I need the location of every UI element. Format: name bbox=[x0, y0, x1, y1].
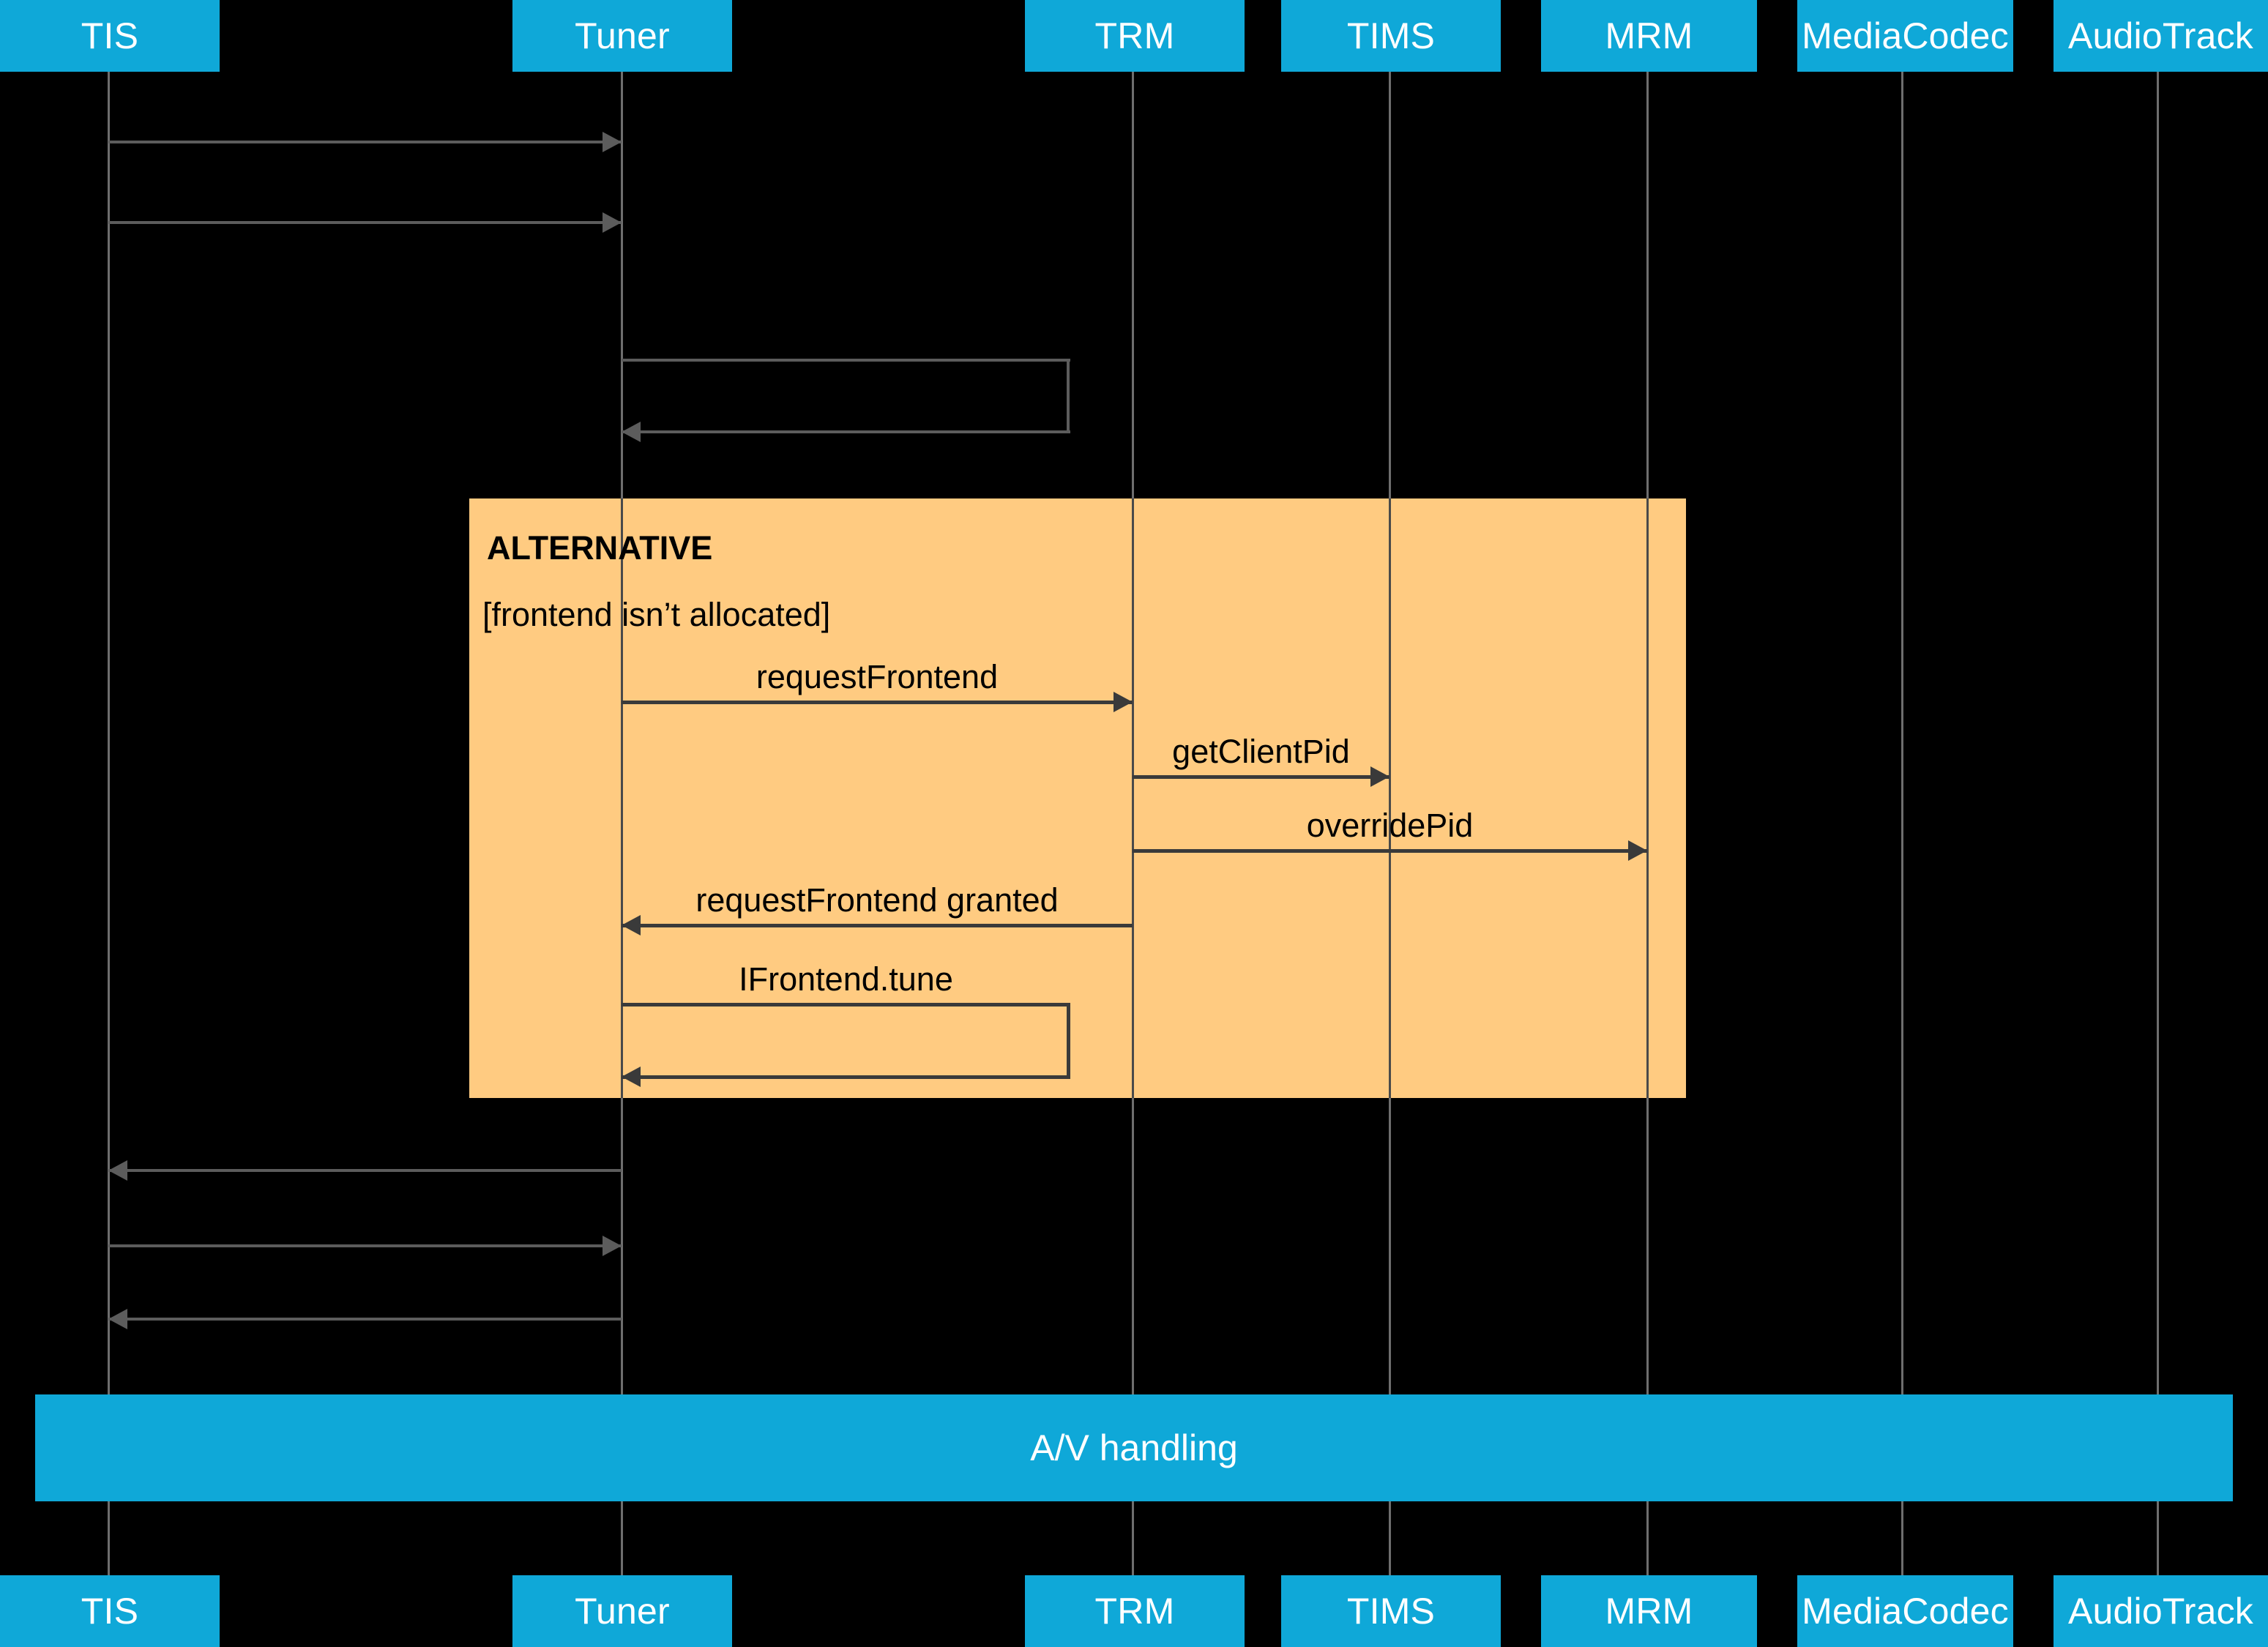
actor-footer-audiotrack[interactable]: AudioTrack bbox=[2053, 1575, 2268, 1647]
actor-header-mrm[interactable]: MRM bbox=[1541, 0, 1757, 72]
message-label-m8: IFrontend.tune bbox=[739, 960, 953, 998]
arrow-head-m8 bbox=[622, 1067, 641, 1087]
actor-header-label-tis: TIS bbox=[81, 15, 139, 56]
actor-footer-label-tuner: Tuner bbox=[575, 1591, 670, 1632]
message-label-m5: getClientPid bbox=[1172, 733, 1350, 770]
actor-footer-trm[interactable]: TRM bbox=[1025, 1575, 1245, 1647]
lifeline-over-fragment-tims bbox=[1389, 498, 1391, 1098]
message-label-m6: overridePid bbox=[1306, 807, 1474, 844]
message-line-m6 bbox=[1133, 849, 1647, 853]
self-message-bottom-m8 bbox=[622, 1075, 1070, 1079]
arrow-head-m2 bbox=[603, 212, 622, 233]
arrow-head-m11 bbox=[108, 1309, 127, 1329]
actor-footer-label-audiotrack: AudioTrack bbox=[2067, 1591, 2254, 1632]
actor-header-label-tuner: Tuner bbox=[575, 15, 670, 56]
actor-header-tuner[interactable]: Tuner bbox=[512, 0, 732, 72]
actor-footer-label-mrm: MRM bbox=[1605, 1591, 1693, 1632]
message-line-m11 bbox=[108, 1318, 622, 1321]
actor-footer-mediacodec[interactable]: MediaCodec bbox=[1797, 1575, 2013, 1647]
self-message-right-m8 bbox=[1067, 1003, 1070, 1075]
actor-header-label-mediacodec: MediaCodec bbox=[1802, 15, 2009, 56]
message-label-m4: requestFrontend bbox=[756, 658, 999, 695]
self-message-bottom-m3 bbox=[622, 430, 1070, 433]
actor-footer-mrm[interactable]: MRM bbox=[1541, 1575, 1757, 1647]
message-line-m9 bbox=[108, 1169, 622, 1172]
lifeline-over-fragment-trm bbox=[1132, 498, 1134, 1098]
actor-header-label-mrm: MRM bbox=[1605, 15, 1693, 56]
actor-footer-tuner[interactable]: Tuner bbox=[512, 1575, 732, 1647]
arrow-head-m3 bbox=[622, 422, 641, 442]
lifeline-tis bbox=[108, 72, 110, 1575]
actor-footer-label-tims: TIMS bbox=[1346, 1591, 1436, 1632]
self-message-top-m8 bbox=[622, 1003, 1070, 1006]
arrow-head-m6 bbox=[1628, 840, 1647, 861]
actor-header-label-tims: TIMS bbox=[1346, 15, 1436, 56]
actor-footer-label-tis: TIS bbox=[81, 1591, 139, 1632]
lifeline-over-fragment-mrm bbox=[1646, 498, 1649, 1098]
alt-fragment-box bbox=[469, 498, 1686, 1098]
lifeline-over-fragment-tuner bbox=[621, 498, 623, 1098]
message-line-m1 bbox=[108, 141, 622, 143]
arrow-head-m10 bbox=[603, 1236, 622, 1256]
actor-header-audiotrack[interactable]: AudioTrack bbox=[2053, 0, 2268, 72]
arrow-head-m1 bbox=[603, 132, 622, 152]
actor-footer-tis[interactable]: TIS bbox=[0, 1575, 220, 1647]
self-message-right-m3 bbox=[1067, 359, 1070, 430]
message-label-m7: requestFrontend granted bbox=[695, 881, 1059, 919]
summary-bar-label: A/V handling bbox=[1030, 1427, 1238, 1468]
arrow-head-m5 bbox=[1370, 766, 1389, 787]
message-line-m10 bbox=[108, 1244, 622, 1247]
self-message-top-m3 bbox=[622, 359, 1070, 362]
actor-footer-tims[interactable]: TIMS bbox=[1281, 1575, 1501, 1647]
alt-fragment-title: ALTERNATIVE bbox=[487, 529, 713, 567]
actor-header-label-audiotrack: AudioTrack bbox=[2067, 15, 2254, 56]
alt-fragment-condition: [frontend isn’t allocated] bbox=[482, 596, 831, 633]
actor-header-label-trm: TRM bbox=[1094, 15, 1175, 56]
message-line-m4 bbox=[622, 701, 1133, 704]
actor-header-tims[interactable]: TIMS bbox=[1281, 0, 1501, 72]
actor-header-tis[interactable]: TIS bbox=[0, 0, 220, 72]
message-line-m2 bbox=[108, 221, 622, 224]
actor-footer-label-mediacodec: MediaCodec bbox=[1802, 1591, 2009, 1632]
summary-bar: A/V handling bbox=[35, 1394, 2233, 1501]
arrow-head-m9 bbox=[108, 1160, 127, 1181]
actor-footer-label-trm: TRM bbox=[1094, 1591, 1175, 1632]
actor-header-mediacodec[interactable]: MediaCodec bbox=[1797, 0, 2013, 72]
lifeline-mediacodec bbox=[1901, 72, 1903, 1575]
arrow-head-m7 bbox=[622, 915, 641, 935]
arrow-head-m4 bbox=[1114, 692, 1133, 712]
message-line-m5 bbox=[1133, 775, 1389, 779]
actor-header-trm[interactable]: TRM bbox=[1025, 0, 1245, 72]
message-line-m7 bbox=[622, 924, 1133, 927]
lifeline-audiotrack bbox=[2157, 72, 2159, 1575]
